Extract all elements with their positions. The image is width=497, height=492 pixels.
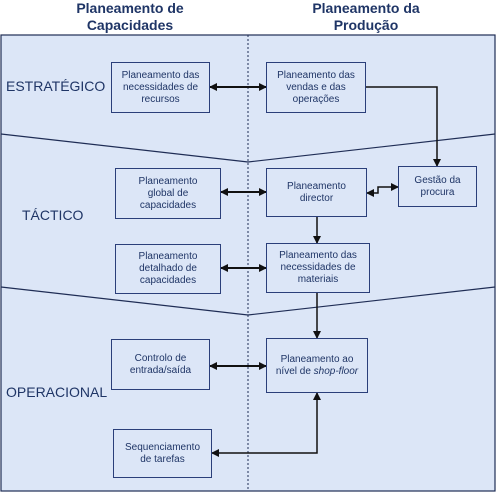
box-line: materiais: [297, 274, 339, 285]
box-sales-operations: Planeamento das vendas e das operações: [266, 62, 366, 113]
box-line: necessidades de: [122, 81, 199, 93]
header-left-line2: Capacidades: [86, 17, 174, 33]
header-right-line2: Produção: [333, 17, 399, 33]
box-io-control: Controlo de entrada/saída: [111, 339, 210, 390]
box-line: de tarefas: [140, 453, 185, 465]
box-line: detalhado de: [139, 263, 197, 274]
box-line: capacidades: [139, 199, 197, 211]
level-separator-2: [0, 286, 496, 316]
box-task-sequencing: Sequenciamento de tarefas: [113, 429, 212, 478]
box-line: Planeamento: [138, 251, 198, 262]
box-line: Planeamento: [287, 180, 346, 192]
box-line: nível de shop-floor: [276, 366, 358, 378]
header-production-planning: Planeamento da Produção: [266, 0, 466, 34]
box-line: Planeamento das: [277, 69, 355, 81]
box-line: procura: [420, 186, 455, 198]
box-shopfloor-planning: Planeamento ao nível de shop-floor: [266, 338, 368, 393]
box-line: Planeamento das: [121, 69, 200, 81]
arrow-director-demand: [366, 183, 399, 197]
box-global-capacity: Planeamento global de capacidades: [115, 168, 221, 219]
header-capacity-planning: Planeamento de Capacidades: [30, 0, 230, 34]
box-line: global de: [147, 187, 189, 199]
box-line: necessidades de: [280, 262, 356, 273]
box-line: operações: [292, 93, 340, 105]
header-right-line1: Planeamento da: [312, 0, 420, 16]
box-line: Sequenciamento: [124, 441, 201, 453]
box-line: Planeamento das: [279, 250, 357, 261]
box-line-prefix: nível de: [275, 365, 314, 377]
box-line: Planeamento ao: [280, 353, 354, 365]
header-left-line1: Planeamento de: [76, 0, 184, 16]
level-strategic: ESTRATÉGICO: [6, 78, 106, 94]
box-line: Planeamento: [138, 175, 198, 187]
box-material-requirements: Planeamento das necessidades de materiai…: [266, 243, 370, 293]
level-operational: OPERACIONAL: [6, 384, 108, 400]
box-detailed-capacity: Planeamento detalhado de capacidades: [115, 244, 221, 294]
level-separator-1: [0, 133, 496, 163]
box-line: recursos: [141, 93, 180, 105]
box-line-italic: shop-floor: [313, 365, 359, 377]
box-line: vendas e das: [286, 81, 346, 93]
box-line: Controlo de: [134, 352, 187, 364]
box-line: director: [299, 192, 334, 204]
arrow-sequencing-shopfloor: [211, 392, 321, 457]
box-director-planning: Planeamento director: [266, 168, 367, 217]
box-demand-management: Gestão da procura: [398, 166, 477, 207]
arrow-salesops-demand: [366, 86, 441, 167]
box-line: Gestão da: [414, 174, 461, 186]
box-line: entrada/saída: [129, 364, 192, 376]
level-tactical: TÁCTICO: [22, 207, 84, 223]
box-resource-requirements: Planeamento das necessidades de recursos: [111, 62, 210, 113]
box-line: capacidades: [139, 275, 197, 286]
